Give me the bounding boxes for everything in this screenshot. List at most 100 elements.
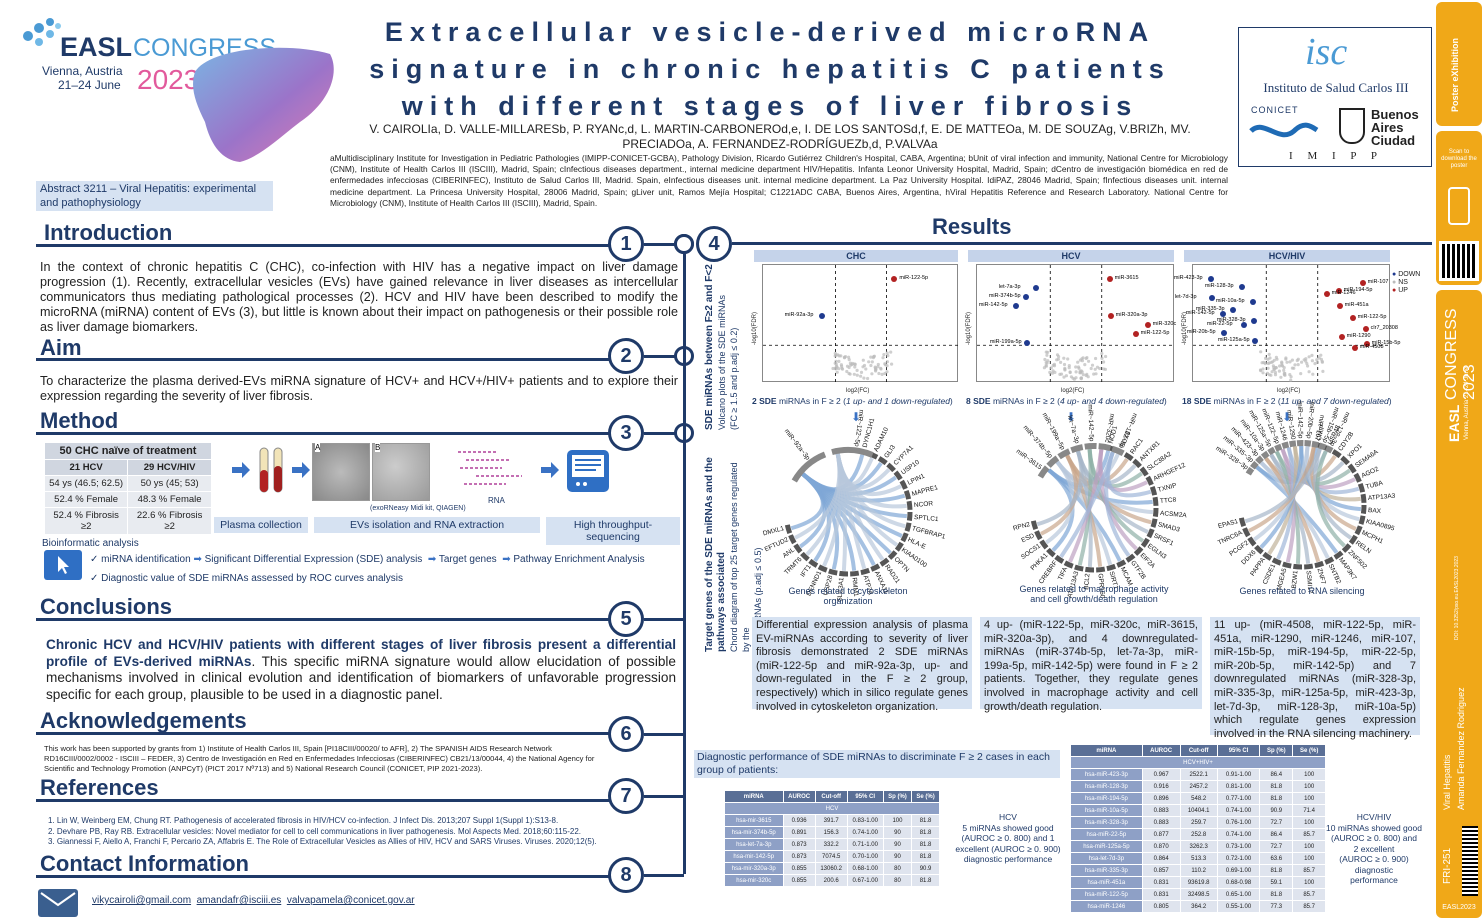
table-cell: 100 <box>1292 768 1326 781</box>
qr-code <box>1439 241 1479 281</box>
chord-gene-segment <box>1063 560 1074 569</box>
svg-text:isc: isc <box>1305 32 1347 72</box>
chord-gene-segment <box>879 557 890 567</box>
cohort-title: 50 CHC naïve of treatment <box>44 442 212 460</box>
volcano-point <box>1359 279 1366 286</box>
volcano-point-label: miR-1290 <box>1346 332 1371 339</box>
chord-gene-segment <box>1282 561 1292 569</box>
chord-gene-segment <box>1096 566 1106 573</box>
volcano-xlabel: log2(FC) <box>846 388 870 394</box>
email-link[interactable]: amandafr@isciii.es <box>196 895 282 906</box>
chord-gene-segment <box>877 456 888 466</box>
chord-gene-segment <box>1039 539 1049 550</box>
volcano-point-label: miR-10a-5p <box>1215 298 1245 305</box>
bioinf-step-4: Pathway Enrichment Analysis <box>513 554 645 565</box>
email-link[interactable]: valvapamela@conicet.gov.ar <box>286 895 415 906</box>
chord-gene-segment <box>1357 482 1366 493</box>
isciii-logo-icon: isc <box>1305 32 1347 72</box>
volcano-point-label: miR-423-3p <box>1173 275 1203 281</box>
table-cell: 0.873 <box>782 850 816 863</box>
sidebar-easl: EASL <box>1446 404 1462 442</box>
volcano-point <box>1220 329 1227 336</box>
table-cell: 71.4 <box>1292 804 1326 817</box>
chord-mirna-label: miR~142~5p <box>1296 401 1305 439</box>
chord-gene-segment <box>1139 466 1149 477</box>
abstract-label: Abstract 3211 – Viral Hepatitis: experim… <box>36 181 273 211</box>
table-cell: 90 <box>882 850 913 863</box>
chord-mirna-segment <box>1057 448 1071 460</box>
arrow-icon: ➡ <box>425 554 439 565</box>
table-cell: 513.3 <box>1179 852 1218 865</box>
volcano-point <box>1351 345 1358 352</box>
legend-ns: NS <box>1398 279 1408 286</box>
table-cell: 200.6 <box>814 874 848 887</box>
hcvhiv-summary-line: (AUROC ≥ 0. 800) and <box>1331 833 1417 843</box>
chord-gene-segment <box>1304 563 1314 570</box>
volcano-point-label: miR-122-5p <box>1357 313 1387 320</box>
table-cell: 81.8 <box>911 814 940 827</box>
chord-gene-segment <box>800 551 810 562</box>
table-cell: 81.8 <box>1259 792 1294 805</box>
sidebar-dates: Vienna, Austria 21–24 June <box>1464 367 1471 440</box>
table-cell: 0.74-1.00 <box>846 826 884 839</box>
sidebar-congress-panel: CONGRESS 2023 EASL Vienna, Austria 21–24… <box>1436 290 1482 918</box>
volcano-point-label: miR-199a-5p <box>989 339 1022 345</box>
table-cell: 77.3 <box>1259 900 1294 913</box>
volcano-point-label: miR-20b-5p <box>1186 328 1216 335</box>
table-cell: 80 <box>882 874 913 887</box>
roc-col-header: miRNA <box>724 790 784 803</box>
diag-title: Diagnostic performance of SDE miRNAs to … <box>694 750 1060 778</box>
volcano-point-label: miR-374b-5p <box>988 293 1021 300</box>
conicet-label: CONICET <box>1251 105 1299 115</box>
chord-gene-segment <box>899 479 908 490</box>
sidebar-qr-panel: Scan to download the poster <box>1436 131 1482 285</box>
chord-gene-segment <box>788 534 797 545</box>
table-cell: 81.8 <box>911 826 940 839</box>
chord-gene-segment <box>1132 458 1142 469</box>
chord-gene-segment <box>1123 452 1134 462</box>
sequencer-icon <box>567 450 609 492</box>
volcano-point-label: miR-320c <box>1152 320 1177 327</box>
table-cell: 391.7 <box>814 814 848 827</box>
chord-gene-segment <box>808 558 819 568</box>
intro-title: Introduction <box>44 220 173 245</box>
connector-3 <box>644 432 684 435</box>
table-cell: 72.7 <box>1259 816 1294 829</box>
affiliations: aMultidisciplinary Institute for Investi… <box>330 153 1228 208</box>
conclusions-rest: . This specific miRNA signature would al… <box>46 653 676 702</box>
arrow-icon: ➡ <box>193 554 205 565</box>
results-title: Results <box>928 214 1016 240</box>
arrow-icon <box>232 462 250 478</box>
legend-item: ● DOWN <box>1392 271 1421 278</box>
connector-8 <box>644 874 684 877</box>
table-cell: 0.76-1.00 <box>1216 816 1261 829</box>
chord-gene-segment <box>1152 496 1159 506</box>
cohort-cell: 54 ys (46.5; 62.5) <box>43 475 129 492</box>
volcano-point <box>1229 306 1236 313</box>
chord-gene-label: BAX <box>1367 506 1382 515</box>
email-link[interactable]: vikycairoli@gmail.com <box>92 895 192 906</box>
logo-year: 2023 <box>137 64 200 95</box>
table-cell: 100 <box>1292 780 1326 793</box>
cohort-cell: 22.6 % Fibrosis ≥2 <box>127 507 212 535</box>
volcano-point-label: miR-4508 <box>1359 344 1384 351</box>
table-cell: hsa-let-7d-3p <box>1070 852 1143 865</box>
institutions-box: isc Instituto de Salud Carlos III CONICE… <box>1238 27 1432 167</box>
volcano-point <box>1336 302 1343 309</box>
table-cell: 0.67-1.00 <box>846 874 884 887</box>
arrow-icon <box>541 462 559 478</box>
conclusions-text: Chronic HCV and HCV/HIV patients with di… <box>46 637 676 703</box>
chord-ribbon <box>1036 450 1084 527</box>
volcano-point-label: miR-22-5p <box>1206 321 1233 328</box>
table-cell: 3262.3 <box>1179 840 1218 853</box>
intro-rule <box>36 244 610 247</box>
volcano-point <box>818 312 825 319</box>
result-text-hcvhiv: 11 up- (miR-4508, miR-122-5p, miR-451a, … <box>1210 617 1420 740</box>
connector-1 <box>644 243 684 246</box>
